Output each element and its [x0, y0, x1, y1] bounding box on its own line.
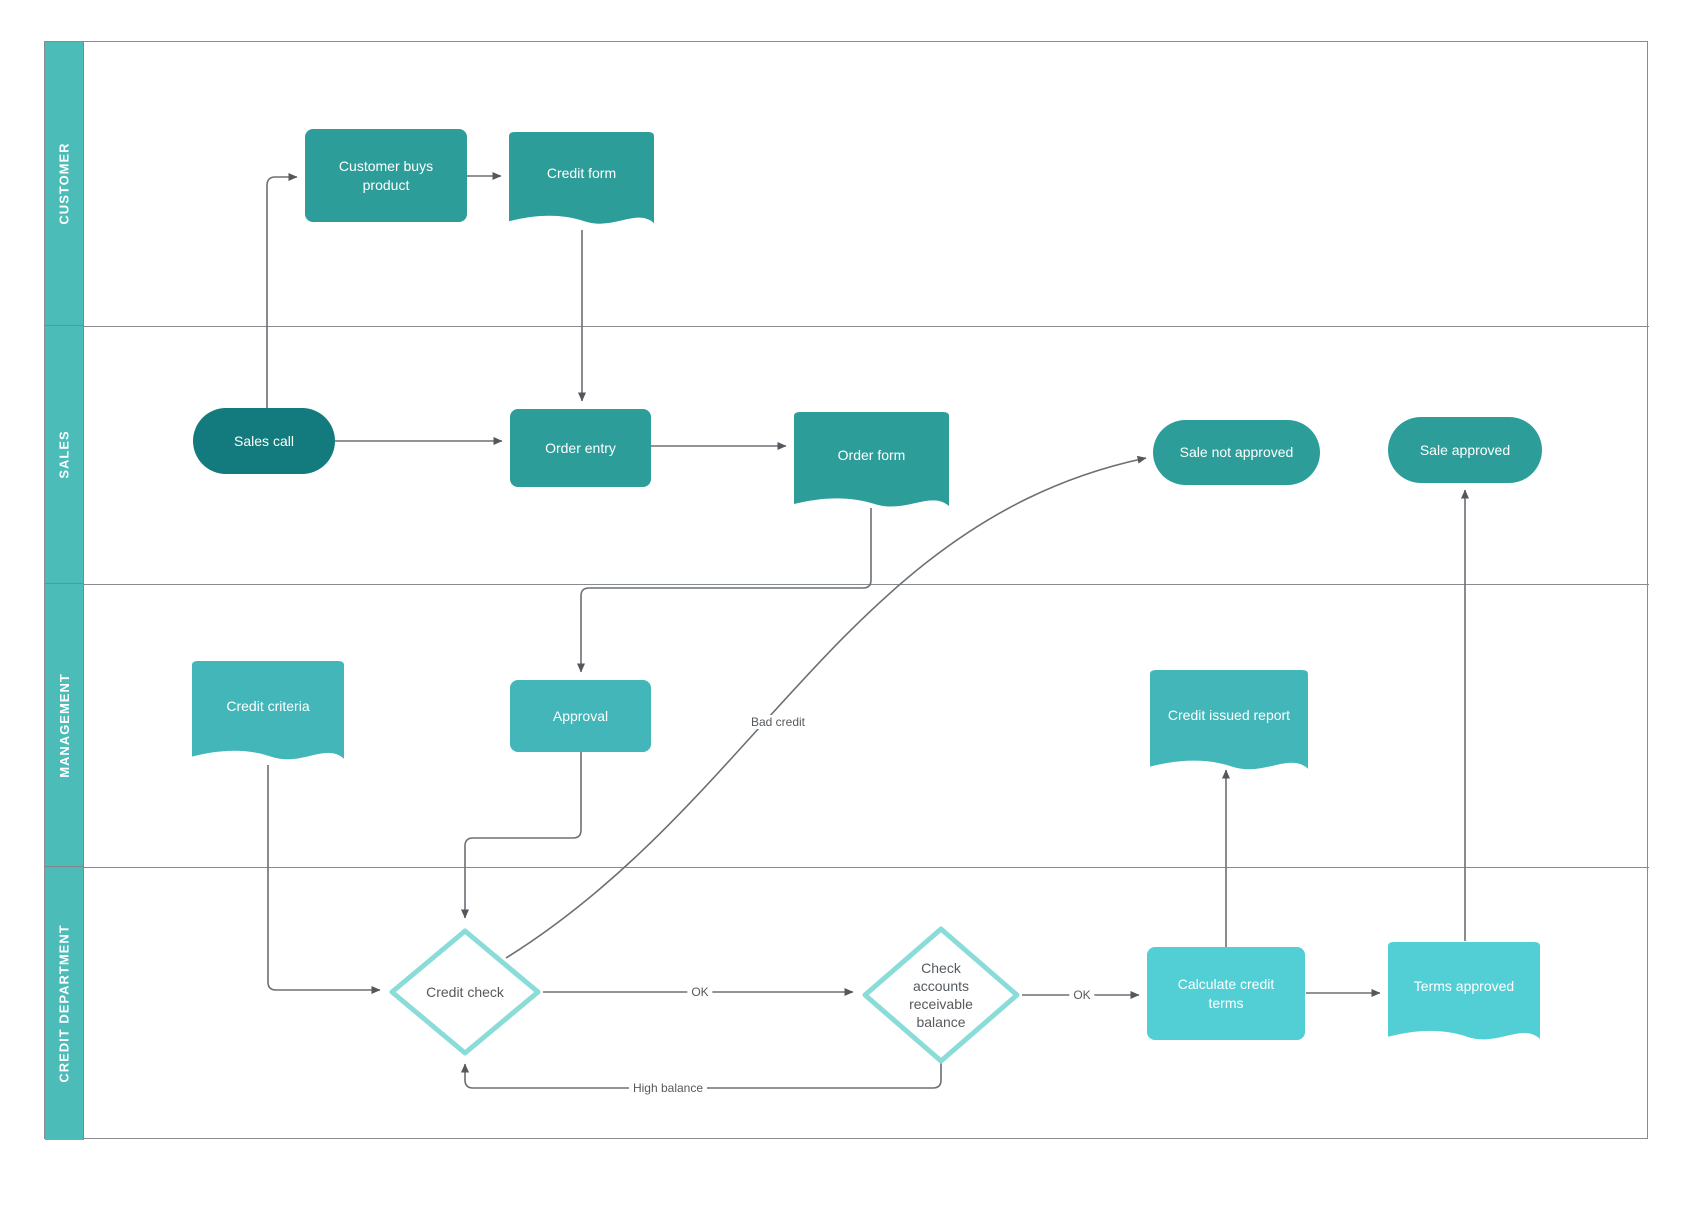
lane-divider-2 [84, 584, 1649, 585]
swimlane-frame: CUSTOMER SALES MANAGEMENT CREDIT DEPARTM… [44, 41, 1649, 1140]
node-terms-approved[interactable]: Terms approved [1388, 942, 1540, 1045]
node-label: Terms approved [1413, 978, 1515, 995]
node-label: Order entry [545, 439, 616, 456]
node-label: Sales call [234, 432, 294, 449]
node-label: Credit criteria [226, 697, 310, 714]
node-credit-criteria[interactable]: Credit criteria [192, 661, 344, 765]
edge-order-form-to-approval[interactable] [577, 508, 872, 673]
lane-header-customer[interactable]: CUSTOMER [45, 42, 84, 326]
decision-shape [862, 926, 1020, 1064]
document-shape [192, 661, 344, 760]
node-label: Sale approved [1419, 441, 1511, 458]
node-label: Customer buys product [338, 158, 434, 193]
edge-sales-call-to-customer-buys[interactable] [266, 173, 298, 408]
document-shape [1150, 670, 1308, 770]
document-shape [794, 412, 949, 507]
edge-approval-to-credit-check[interactable] [461, 752, 582, 919]
node-label: Check accounts receivable balance [909, 959, 973, 1031]
document-shape [509, 132, 654, 224]
edge-label-ok-balance: OK [1069, 988, 1095, 1002]
decision-shape [389, 928, 541, 1056]
node-credit-check[interactable]: Credit check [388, 927, 542, 1057]
lane-header-management[interactable]: MANAGEMENT [45, 584, 84, 867]
node-order-entry[interactable]: Order entry [510, 409, 651, 487]
node-sale-not-approved[interactable]: Sale not approved [1153, 420, 1320, 485]
node-credit-issued-report[interactable]: Credit issued report [1150, 670, 1308, 775]
node-customer-buys-product[interactable]: Customer buys product [305, 129, 467, 222]
node-order-form[interactable]: Order form [794, 412, 949, 512]
node-calculate-credit-terms[interactable]: Calculate credit terms [1147, 947, 1305, 1040]
edge-label-ok-credit-check: OK [687, 985, 713, 999]
document-shape [1388, 942, 1540, 1040]
node-label: Calculate credit terms [1177, 976, 1275, 1011]
node-approval[interactable]: Approval [510, 680, 651, 752]
node-sales-call[interactable]: Sales call [193, 408, 335, 474]
node-credit-form[interactable]: Credit form [509, 132, 654, 229]
node-check-accounts-receivable-balance[interactable]: Check accounts receivable balance [861, 925, 1021, 1065]
lane-divider-1 [84, 326, 1649, 327]
edge-label-bad-credit: Bad credit [746, 715, 810, 729]
node-label: Approval [552, 707, 609, 724]
node-label: Order form [837, 446, 906, 463]
node-label: Credit form [546, 165, 617, 182]
node-label: Credit issued report [1167, 707, 1291, 724]
edge-credit-check-bad-credit-to-sale-not-approved[interactable] [505, 455, 1147, 959]
lane-divider-3 [84, 867, 1649, 868]
node-sale-approved[interactable]: Sale approved [1388, 417, 1542, 483]
node-label: Sale not approved [1179, 444, 1294, 461]
lane-header-credit-department[interactable]: CREDIT DEPARTMENT [45, 867, 84, 1140]
node-label: Credit check [426, 983, 504, 1000]
edge-label-high-balance: High balance [628, 1081, 708, 1095]
edge-credit-criteria-to-credit-check[interactable] [267, 765, 381, 994]
lane-header-sales[interactable]: SALES [45, 326, 84, 584]
